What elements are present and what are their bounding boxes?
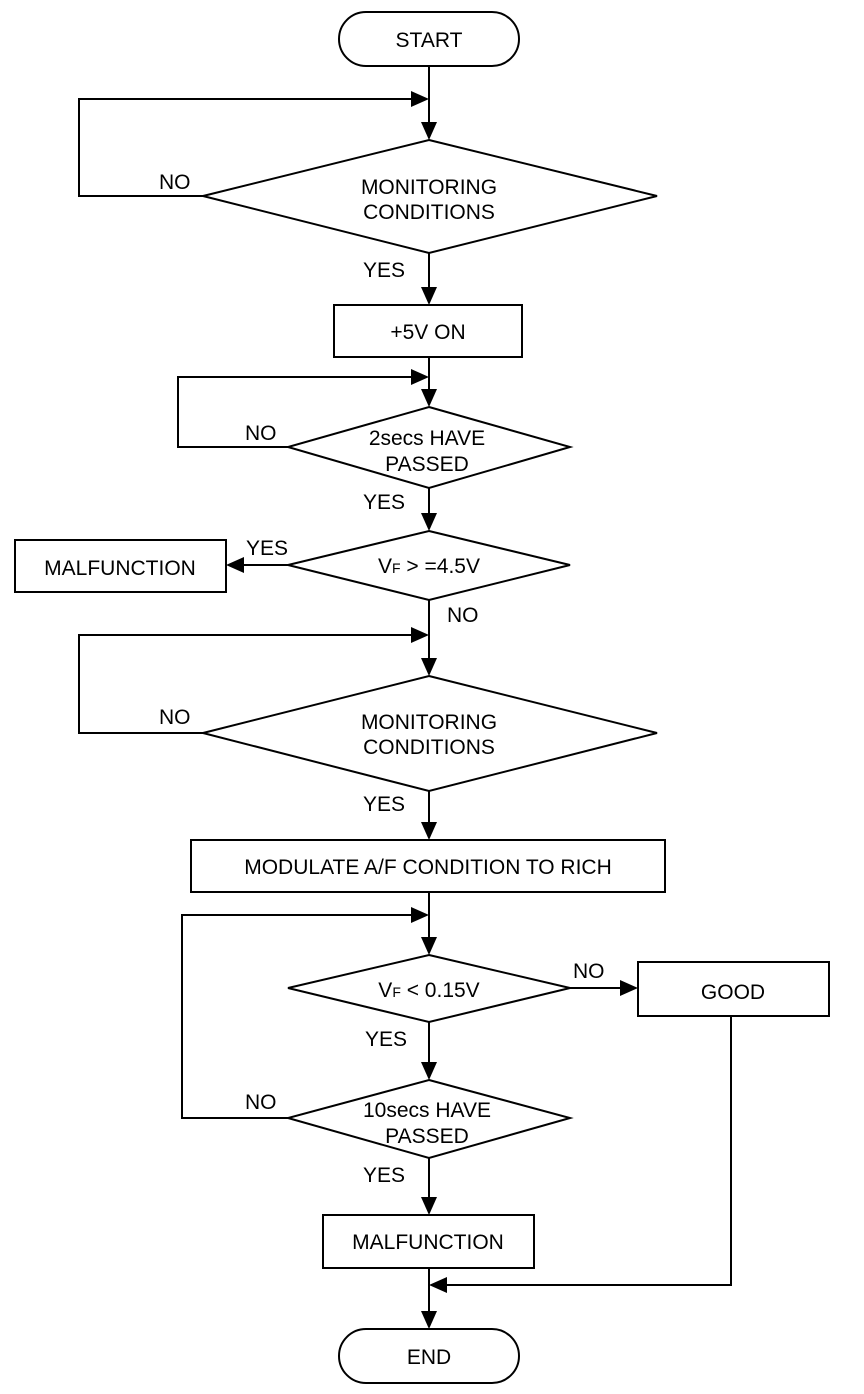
wait-2s-line-1: 2secs HAVE [369,427,485,450]
edge-label-vf-high-no: NO [447,604,479,627]
arrowhead [421,658,437,676]
vf-low-subscript: F [392,984,401,1000]
arrowhead [411,907,429,923]
arrowhead [421,389,437,407]
malfunction-2-label: MALFUNCTION [352,1231,504,1254]
arrowhead [421,1062,437,1080]
edge-label-wait-2s-yes: YES [363,491,405,514]
edge-wait-2s-no-loop [177,376,412,448]
arrowhead [429,1277,447,1293]
start-label: START [396,29,463,52]
arrowhead [421,287,437,305]
good-process: GOOD [637,961,830,1017]
malfunction-process-2: MALFUNCTION [322,1214,535,1269]
vf-low-decision: VF < 0.15V [287,953,571,1024]
monitoring-conditions-decision-1: MONITORING CONDITIONS [202,138,658,255]
arrowhead [421,1311,437,1329]
edge-good-to-merge [446,1016,732,1286]
malfunction-1-label: MALFUNCTION [44,557,196,580]
wait-10s-line-1: 10secs HAVE [363,1099,491,1122]
end-label: END [407,1346,451,1369]
vf-high-subscript: F [392,560,401,576]
arrowhead [421,822,437,840]
arrowhead [421,122,437,140]
modulate-af-process: MODULATE A/F CONDITION TO RICH [190,839,666,893]
plus5v-on-process: +5V ON [333,304,523,358]
edge-label-monitoring-1-yes: YES [363,259,405,282]
edge-label-monitoring-2-no: NO [159,706,191,729]
end-terminal: END [338,1328,520,1384]
monitoring-conditions-decision-2: MONITORING CONDITIONS [202,674,658,793]
wait-10s-decision: 10secs HAVE PASSED [284,1078,574,1160]
monitoring-1-line-1: MONITORING [361,176,497,199]
monitoring-2-line-1: MONITORING [361,711,497,734]
vf-high-relation: > =4.5V [401,555,480,578]
edge-label-wait-10s-yes: YES [363,1164,405,1187]
vf-low-label: VF < 0.15V [378,979,479,1002]
arrowhead [411,369,429,385]
arrowhead [421,513,437,531]
edge-monitoring-1-no-loop [78,98,412,197]
wait-2s-line-2: PASSED [385,453,469,476]
monitoring-2-line-2: CONDITIONS [363,736,495,759]
arrowhead [421,937,437,955]
edge-label-monitoring-1-no: NO [159,171,191,194]
arrowhead [411,627,429,643]
edge-label-wait-2s-no: NO [245,422,277,445]
edge-monitoring-2-no-loop [78,634,412,734]
start-terminal: START [338,11,520,67]
monitoring-1-line-2: CONDITIONS [363,201,495,224]
vf-high-decision: VF > =4.5V [287,529,571,602]
arrowhead [421,1197,437,1215]
arrowhead [411,91,429,107]
good-label: GOOD [701,981,765,1004]
edge-wait-10s-no-loop [181,914,412,1119]
vf-low-relation: < 0.15V [401,979,480,1002]
malfunction-process-1: MALFUNCTION [14,539,227,593]
edge-label-wait-10s-no: NO [245,1091,277,1114]
edge-label-vf-high-yes: YES [246,537,288,560]
edge-label-vf-low-yes: YES [365,1028,407,1051]
arrowhead [226,557,244,573]
edge-label-vf-low-no: NO [573,960,605,983]
vf-high-symbol: V [378,555,392,578]
edge-label-monitoring-2-yes: YES [363,793,405,816]
vf-low-symbol: V [378,979,392,1002]
vf-high-label: VF > =4.5V [378,555,480,578]
wait-10s-line-2: PASSED [385,1125,469,1148]
plus5v-label: +5V ON [390,321,465,344]
modulate-label: MODULATE A/F CONDITION TO RICH [244,856,612,879]
arrowhead [620,980,638,996]
wait-2s-decision: 2secs HAVE PASSED [284,405,574,490]
